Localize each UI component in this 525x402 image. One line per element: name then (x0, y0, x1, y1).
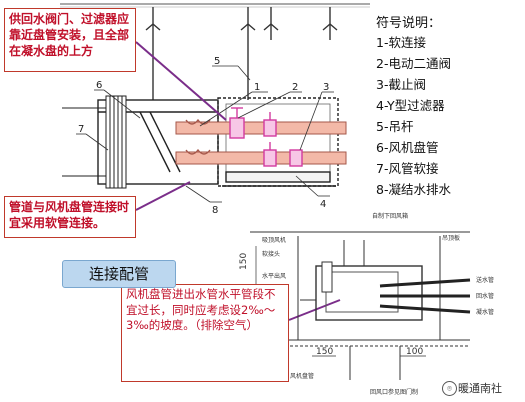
legend-item-y-filter: 4-Y型过滤器 (376, 98, 445, 113)
hanger-rods (145, 7, 338, 100)
detail-label-top-left: 吸顶风机 (262, 236, 286, 244)
water-pipes (175, 118, 347, 165)
legend-item-fan-coil: 6-风机盘管 (376, 140, 439, 155)
callout-8: 8 (212, 205, 218, 216)
dim-150-vertical: 150 (239, 253, 249, 270)
callout-4: 4 (320, 199, 326, 210)
detail-label-right-2: 回水管 (476, 292, 494, 300)
callout-1: 1 (254, 82, 260, 93)
callout-5: 5 (214, 56, 220, 67)
callout-6: 6 (96, 80, 102, 91)
callout-7: 7 (78, 124, 84, 135)
legend-item-hanger-rod: 5-吊杆 (376, 119, 414, 134)
callout-2: 2 (292, 82, 298, 93)
detail-drawing (250, 231, 470, 380)
detail-label-bottom: 回风口参见图门制 (370, 388, 418, 396)
note-soft-connection: 管道与风机盘管连接时宜采用软管连接。 (4, 196, 136, 238)
note-valves-filters: 供回水阀门、过滤器应靠近盘管安装，且全部在凝水盘的上方 (4, 8, 136, 72)
legend-item-condensate: 8-凝结水排水 (376, 182, 451, 197)
detail-pipes (379, 278, 471, 314)
callout-leaders (76, 65, 334, 203)
section-banner: 连接配管 (62, 260, 176, 288)
note-pipe-slope: 风机盘管进出水管水平管段不宜过长，同时应考虑设2‰～3‰的坡度。（排除空气） (121, 284, 289, 382)
detail-label-left-1: 软接头 (262, 250, 280, 258)
legend-item-soft-connection: 1-软连接 (376, 35, 426, 50)
dim-150-horizontal: 150 (316, 347, 333, 357)
fan-coil-unit (97, 97, 339, 187)
detail-label-right-3: 凝水管 (476, 308, 494, 316)
legend-item-duct-flex: 7-风管软接 (376, 161, 439, 176)
duct-flexible-connector (62, 95, 127, 189)
detail-label-left-3: 风机盘管 (290, 372, 314, 380)
legend-item-stop-valve: 3-截止阀 (376, 77, 426, 92)
detail-label-left-2: 水平出风 (262, 272, 286, 280)
wechat-icon: ⌾ (442, 381, 457, 396)
watermark: 暖通南社 (458, 382, 502, 395)
legend-item-electric-valve: 2-电动二通阀 (376, 56, 451, 71)
detail-label-top-center: 自制下回风箱 (372, 212, 408, 220)
valves (229, 107, 303, 167)
legend-title: 符号说明： (376, 16, 442, 31)
detail-label-top-right: 吊顶板 (442, 234, 460, 242)
dim-100-horizontal: 100 (406, 347, 423, 357)
detail-label-right-1: 送水管 (476, 276, 494, 284)
callout-3: 3 (323, 82, 329, 93)
